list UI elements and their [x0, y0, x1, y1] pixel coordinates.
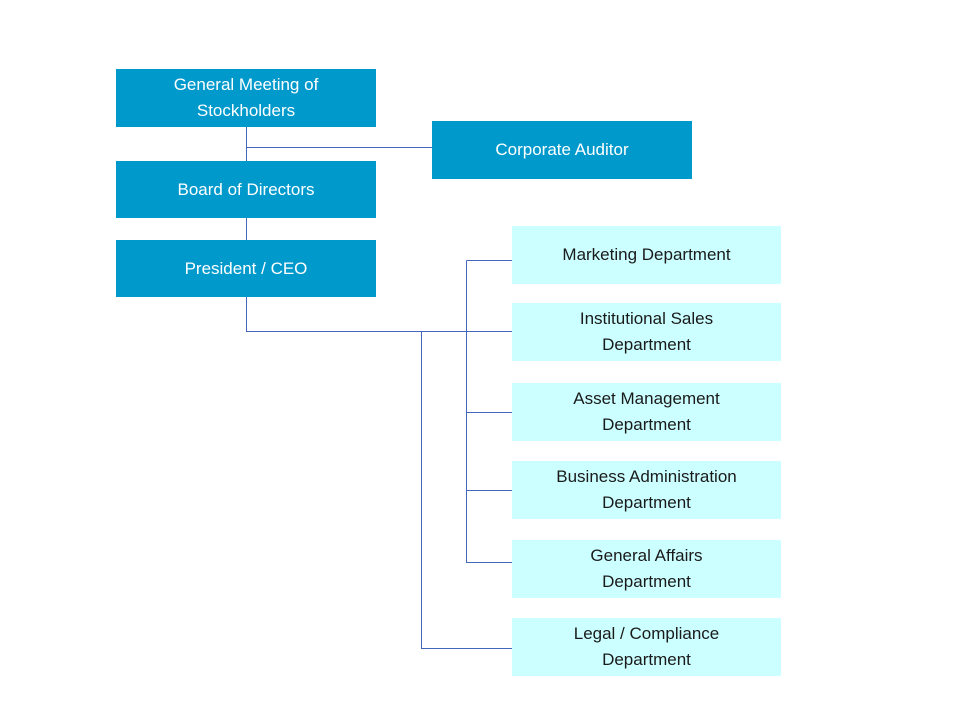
department-box-marketing: Marketing Department: [512, 226, 781, 284]
department-box-business-administration: Business Administration Department: [512, 461, 781, 519]
department-label: Asset Management Department: [573, 389, 720, 434]
connector-president-trunk: [246, 297, 512, 332]
department-label: Business Administration Department: [556, 467, 737, 512]
department-box-general-affairs: General Affairs Department: [512, 540, 781, 598]
president-label: President / CEO: [184, 258, 308, 278]
auditor-box: Corporate Auditor: [432, 121, 692, 179]
department-box-legal-compliance: Legal / Compliance Department: [512, 618, 781, 676]
board-label: Board of Directors: [177, 179, 315, 199]
department-label: Legal / Compliance Department: [573, 624, 720, 669]
department-box-institutional-sales: Institutional Sales Department: [512, 303, 781, 361]
connector-legal-branch: [421, 331, 512, 649]
stockholders-box: General Meeting of Stockholders: [116, 69, 376, 127]
board-box: Board of Directors: [116, 161, 376, 218]
president-box: President / CEO: [116, 240, 376, 297]
stockholders-label: General Meeting of Stockholders: [173, 75, 319, 120]
department-label: Marketing Department: [562, 245, 731, 264]
auditor-label: Corporate Auditor: [495, 140, 629, 159]
department-label: General Affairs Department: [590, 546, 703, 591]
department-label: Institutional Sales Department: [579, 309, 714, 354]
department-box-asset-management: Asset Management Department: [512, 383, 781, 441]
